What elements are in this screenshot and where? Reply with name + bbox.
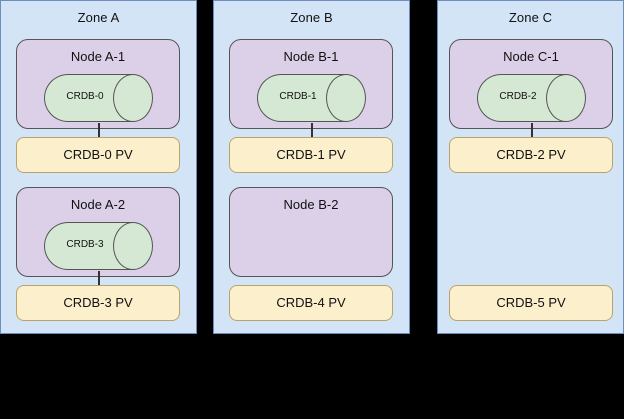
pod-cylinder-end-cap <box>326 74 366 122</box>
pod-cylinder-bottom-edge <box>84 269 133 270</box>
crdb-pod-crdb-1[interactable]: CRDB-1 <box>257 74 367 122</box>
node-title-a-2: Node A-2 <box>70 197 126 212</box>
crdb-pod-crdb-2[interactable]: CRDB-2 <box>477 74 587 122</box>
pod-cylinder-top-edge <box>84 74 133 75</box>
pod-cylinder-top-edge <box>517 74 566 75</box>
zone-panel-a: Zone A Node A-1 CRDB-0 CRDB-0 PV Node A-… <box>0 0 197 334</box>
pod-cylinder-bottom-edge <box>517 121 566 122</box>
pod-cylinder-bottom-edge <box>84 121 133 122</box>
zone-panel-c: Zone C Node C-1 CRDB-2 CRDB-2 PV CRDB-5 … <box>437 0 624 334</box>
node-title-c-1: Node C-1 <box>503 49 559 64</box>
node-title-b-1: Node B-1 <box>283 49 339 64</box>
pod-label-crdb-0: CRDB-0 <box>66 91 104 102</box>
pod-cylinder-top-edge <box>84 222 133 223</box>
node-title-a-1: Node A-1 <box>70 49 126 64</box>
pv-box-crdb-3[interactable]: CRDB-3 PV <box>16 285 180 321</box>
pv-label-crdb-0: CRDB-0 PV <box>63 147 133 162</box>
connector-crdb-3-to-pv <box>98 271 100 287</box>
pod-cylinder-end-cap <box>546 74 586 122</box>
pod-label-crdb-1: CRDB-1 <box>279 91 317 102</box>
node-box-b-1[interactable]: Node B-1 CRDB-1 <box>229 39 393 129</box>
pod-cylinder-bottom-edge <box>297 121 346 122</box>
node-box-a-1[interactable]: Node A-1 CRDB-0 <box>16 39 180 129</box>
pod-label-crdb-3: CRDB-3 <box>66 239 104 250</box>
pv-box-crdb-2[interactable]: CRDB-2 PV <box>449 137 613 173</box>
pv-label-crdb-5: CRDB-5 PV <box>496 295 566 310</box>
connector-crdb-1-to-pv <box>311 123 313 139</box>
pv-label-crdb-1: CRDB-1 PV <box>276 147 346 162</box>
pv-box-crdb-5[interactable]: CRDB-5 PV <box>449 285 613 321</box>
connector-crdb-2-to-pv <box>531 123 533 139</box>
zone-title-c: Zone C <box>508 10 553 25</box>
zone-panel-b: Zone B Node B-1 CRDB-1 CRDB-1 PV Node B-… <box>213 0 410 334</box>
crdb-pod-crdb-0[interactable]: CRDB-0 <box>44 74 154 122</box>
node-box-a-2[interactable]: Node A-2 CRDB-3 <box>16 187 180 277</box>
pv-label-crdb-4: CRDB-4 PV <box>276 295 346 310</box>
pod-label-crdb-2: CRDB-2 <box>499 91 537 102</box>
pod-cylinder-top-edge <box>297 74 346 75</box>
pod-cylinder-end-cap <box>113 74 153 122</box>
crdb-pod-crdb-3[interactable]: CRDB-3 <box>44 222 154 270</box>
pv-box-crdb-4[interactable]: CRDB-4 PV <box>229 285 393 321</box>
pv-box-crdb-1[interactable]: CRDB-1 PV <box>229 137 393 173</box>
node-title-b-2: Node B-2 <box>283 197 339 212</box>
node-box-b-2[interactable]: Node B-2 <box>229 187 393 277</box>
pv-label-crdb-3: CRDB-3 PV <box>63 295 133 310</box>
pod-cylinder-end-cap <box>113 222 153 270</box>
zone-title-b: Zone B <box>290 10 333 25</box>
zone-title-a: Zone A <box>77 10 120 25</box>
pv-box-crdb-0[interactable]: CRDB-0 PV <box>16 137 180 173</box>
connector-crdb-0-to-pv <box>98 123 100 139</box>
node-box-c-1[interactable]: Node C-1 CRDB-2 <box>449 39 613 129</box>
pv-label-crdb-2: CRDB-2 PV <box>496 147 566 162</box>
